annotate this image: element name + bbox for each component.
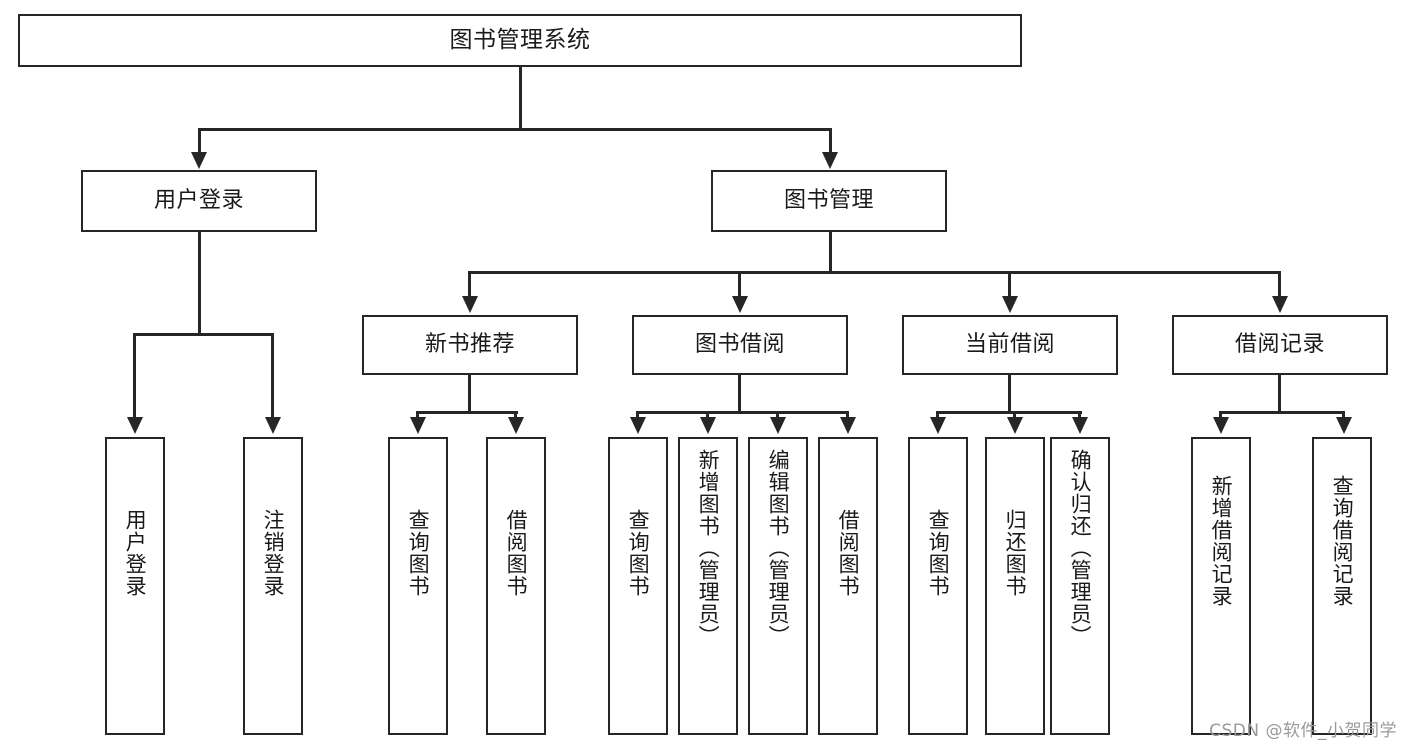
node-label: 借阅记录: [1234, 332, 1325, 358]
arrow-record-l2: [1336, 417, 1352, 434]
node-label: 注销登录: [261, 509, 286, 597]
connector-borrow-l1: [636, 411, 639, 420]
node-leaf-借阅图书-新书推荐[interactable]: 借阅图书: [486, 437, 546, 735]
node-label: 新增图书（管理员）: [696, 449, 721, 647]
connector-book-c2: [738, 271, 741, 299]
connector-current-l1: [936, 411, 939, 420]
connector-root-to-book: [829, 128, 832, 156]
connector-user-bar: [135, 333, 274, 336]
arrow-newbook-l2: [508, 417, 524, 434]
connector-book-c4: [1278, 271, 1281, 299]
connector-user-leaf1: [133, 333, 136, 420]
node-leaf-新增借阅记录[interactable]: 新增借阅记录: [1191, 437, 1251, 735]
connector-borrow-l2: [706, 411, 709, 420]
node-leaf-新增图书-管理员[interactable]: 新增图书（管理员）: [678, 437, 738, 735]
node-root-图书管理系统[interactable]: 图书管理系统: [18, 14, 1022, 67]
arrow-borrow-l2: [700, 417, 716, 434]
node-label: 图书管理系统: [449, 26, 591, 53]
node-leaf-确认归还-管理员[interactable]: 确认归还（管理员）: [1050, 437, 1110, 735]
arrow-borrow-l3: [770, 417, 786, 434]
node-图书管理[interactable]: 图书管理: [711, 170, 947, 232]
csdn-watermark: CSDN @软件_小贺同学: [1209, 721, 1397, 741]
connector-root-stem: [519, 67, 522, 130]
connector-borrow-l4: [846, 411, 849, 420]
node-leaf-查询图书-当前借阅[interactable]: 查询图书: [908, 437, 968, 735]
node-leaf-查询图书-新书推荐[interactable]: 查询图书: [388, 437, 448, 735]
arrow-current-l2: [1007, 417, 1023, 434]
connector-current-stem: [1008, 375, 1011, 413]
node-leaf-编辑图书-管理员[interactable]: 编辑图书（管理员）: [748, 437, 808, 735]
node-label: 归还图书: [1003, 509, 1028, 597]
connector-current-l2: [1013, 411, 1016, 420]
connector-newbook-l1: [416, 411, 419, 420]
node-leaf-用户登录[interactable]: 用户登录: [105, 437, 165, 735]
node-leaf-注销登录[interactable]: 注销登录: [243, 437, 303, 735]
connector-newbook-stem: [468, 375, 471, 413]
arrow-borrow-l1: [630, 417, 646, 434]
connector-borrow-stem: [738, 375, 741, 413]
arrow-borrow-l4: [840, 417, 856, 434]
node-label: 查询图书: [626, 509, 651, 597]
node-图书借阅[interactable]: 图书借阅: [632, 315, 848, 375]
arrow-current-l3: [1072, 417, 1088, 434]
arrow-record-l1: [1213, 417, 1229, 434]
node-label: 用户登录: [153, 188, 244, 214]
node-label: 图书借阅: [694, 332, 785, 358]
connector-current-bar: [936, 411, 1082, 414]
node-label: 查询图书: [926, 509, 951, 597]
connector-record-l2: [1342, 411, 1345, 420]
node-label: 查询借阅记录: [1330, 475, 1355, 607]
node-label: 用户登录: [123, 509, 148, 597]
arrow-root-to-book: [822, 152, 838, 169]
arrow-newbook-l1: [410, 417, 426, 434]
connector-user-stem: [198, 232, 201, 336]
node-leaf-归还图书[interactable]: 归还图书: [985, 437, 1045, 735]
arrow-book-c2: [732, 296, 748, 313]
node-label: 图书管理: [783, 188, 874, 214]
arrow-book-c4: [1272, 296, 1288, 313]
node-label: 借阅图书: [504, 509, 529, 597]
node-label: 当前借阅: [964, 332, 1055, 358]
arrow-user-leaf1: [127, 417, 143, 434]
connector-current-l3: [1078, 411, 1081, 420]
connector-book-stem: [829, 232, 832, 273]
connector-record-stem: [1278, 375, 1281, 413]
arrow-book-c1: [462, 296, 478, 313]
connector-borrow-bar: [636, 411, 848, 414]
arrow-book-c3: [1002, 296, 1018, 313]
node-label: 新增借阅记录: [1209, 475, 1234, 607]
connector-book-c1: [468, 271, 471, 299]
node-label: 确认归还（管理员）: [1068, 449, 1093, 647]
connector-book-bar: [468, 271, 1280, 274]
node-当前借阅[interactable]: 当前借阅: [902, 315, 1118, 375]
connector-record-bar: [1219, 411, 1345, 414]
node-leaf-查询图书-图书借阅[interactable]: 查询图书: [608, 437, 668, 735]
connector-newbook-bar: [418, 411, 518, 414]
node-label: 借阅图书: [836, 509, 861, 597]
node-用户登录[interactable]: 用户登录: [81, 170, 317, 232]
arrow-root-to-user: [191, 152, 207, 169]
connector-borrow-l3: [776, 411, 779, 420]
connector-user-leaf2: [271, 333, 274, 420]
connector-book-c3: [1008, 271, 1011, 299]
node-新书推荐[interactable]: 新书推荐: [362, 315, 578, 375]
arrow-user-leaf2: [265, 417, 281, 434]
node-借阅记录[interactable]: 借阅记录: [1172, 315, 1388, 375]
node-label: 新书推荐: [424, 332, 515, 358]
arrow-current-l1: [930, 417, 946, 434]
node-label: 查询图书: [406, 509, 431, 597]
connector-root-to-user: [198, 128, 201, 156]
node-leaf-借阅图书-图书借阅[interactable]: 借阅图书: [818, 437, 878, 735]
node-leaf-查询借阅记录[interactable]: 查询借阅记录: [1312, 437, 1372, 735]
connector-root-bar: [198, 128, 831, 131]
connector-newbook-l2: [514, 411, 517, 420]
node-label: 编辑图书（管理员）: [766, 449, 791, 647]
connector-record-l1: [1219, 411, 1222, 420]
